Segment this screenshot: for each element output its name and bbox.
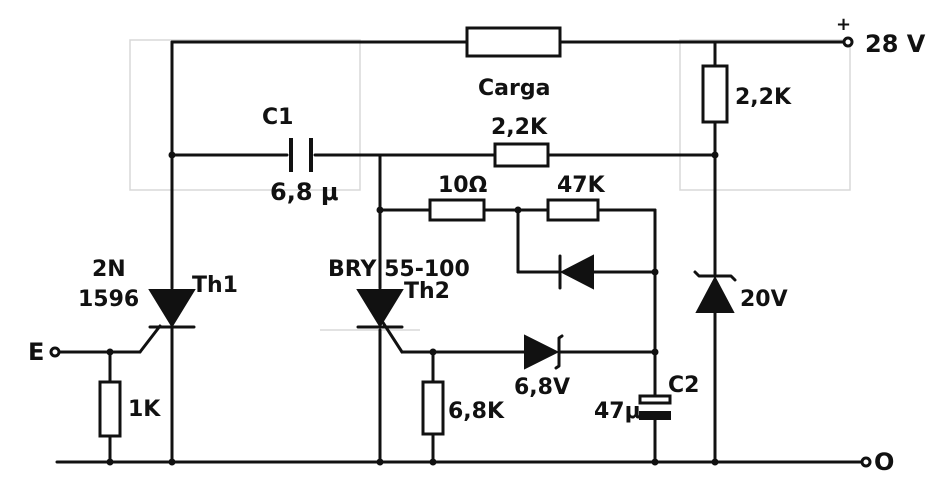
- th1-type-label-line2: 1596: [78, 287, 139, 312]
- th2-type-label: BRY 55-100: [328, 257, 470, 282]
- resistor-10-ohm-label: 10Ω: [438, 173, 488, 198]
- wires: [55, 40, 865, 464]
- load-resistor-icon: [465, 26, 562, 58]
- resistor-1k-icon: [98, 380, 122, 438]
- ground-terminal-o-icon: [860, 456, 872, 468]
- supply-plus-label: +: [836, 14, 851, 35]
- ground-o-label: O: [874, 448, 894, 476]
- zener-diode-20v-icon: [693, 270, 737, 313]
- background-artifacts: [129, 39, 851, 331]
- junction-dots: [106, 151, 719, 466]
- resistor-2-2k-top-icon: [701, 64, 729, 124]
- th1-type-label-line1: 2N: [92, 257, 126, 282]
- c2-name-label: C2: [668, 373, 699, 398]
- input-e-label: E: [28, 338, 44, 366]
- load-label: Carga: [478, 76, 550, 101]
- c1-name-label: C1: [262, 105, 293, 130]
- th1-name-label: Th1: [192, 273, 238, 298]
- diode-47k-branch-icon: [558, 254, 594, 290]
- resistor-1k-label: 1K: [128, 397, 161, 422]
- resistor-47k-icon: [546, 198, 600, 222]
- resistor-47k-label: 47K: [557, 173, 606, 198]
- resistor-2-2k-middle-label: 2,2K: [491, 115, 548, 140]
- resistor-6-8k-label: 6,8K: [448, 399, 505, 424]
- c1-value-label: 6,8 μ: [270, 178, 339, 206]
- resistor-10-ohm-icon: [428, 198, 486, 222]
- input-terminal-e-icon: [49, 346, 61, 358]
- c2-value-label: 47μ: [594, 399, 641, 424]
- resistor-2-2k-top-label: 2,2K: [735, 85, 792, 110]
- th2-name-label: Th2: [404, 279, 450, 304]
- thyristor-th2-icon: [356, 289, 404, 329]
- supply-terminal-icon: [842, 36, 854, 48]
- thyristor-th1-icon: [148, 289, 196, 329]
- supply-voltage-label: 28 V: [865, 30, 926, 58]
- resistor-2-2k-middle-icon: [493, 142, 550, 168]
- zener-6-8v-label: 6,8V: [514, 375, 570, 400]
- resistor-6-8k-icon: [421, 380, 445, 436]
- zener-20v-label: 20V: [740, 287, 788, 312]
- capacitor-c2-icon: [638, 394, 672, 420]
- zener-diode-6-8v-icon: [524, 334, 564, 370]
- capacitor-c1-icon: [289, 138, 313, 172]
